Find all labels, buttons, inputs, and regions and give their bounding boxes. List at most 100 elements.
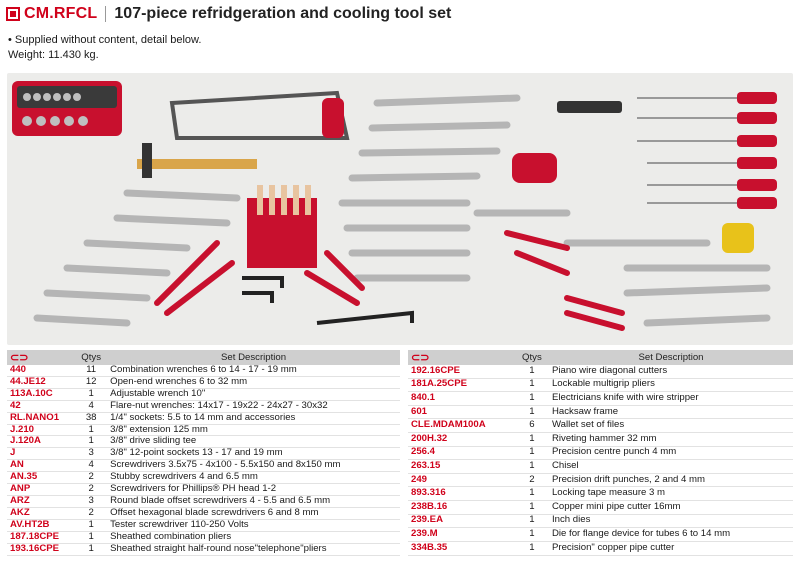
set-description: • Supplied without content, detail below… (8, 33, 201, 63)
item-reference: 239.EA (408, 514, 515, 529)
item-description: Screwdrivers for Phillips® PH head 1-2 (107, 483, 400, 496)
item-quantity: 1 (514, 459, 549, 474)
page-header: CM.RFCL 107-piece refridgeration and coo… (6, 4, 451, 24)
item-description: Stubby screwdrivers 4 and 6.5 mm (107, 471, 400, 485)
item-description: Riveting hammer 32 mm (548, 432, 793, 447)
item-quantity: 4 (75, 400, 108, 413)
reference-column-header: ⊂⊃ (7, 350, 76, 365)
item-description: Precision centre punch 4 mm (548, 446, 793, 461)
item-quantity: 1 (514, 446, 549, 461)
item-description: Locking tape measure 3 m (548, 486, 793, 502)
item-description: Adjustable wrench 10" (107, 388, 400, 401)
item-quantity: 6 (514, 418, 549, 433)
item-description: Round blade offset screwdrivers 4 - 5.5 … (107, 495, 400, 508)
item-description: Tester screwdriver 110-250 Volts (107, 519, 400, 532)
reference-column-header: ⊂⊃ (408, 350, 515, 365)
item-quantity: 38 (75, 412, 108, 425)
item-description: Copper mini pipe cutter 16mm (548, 500, 793, 515)
item-reference: 192.16CPE (408, 365, 515, 379)
item-reference: 601 (408, 405, 515, 420)
item-description: 3/8" drive sliding tee (107, 436, 400, 449)
item-quantity: 1 (514, 432, 549, 447)
item-reference: AN (7, 459, 76, 473)
item-description: 1/4" sockets: 5.5 to 14 mm and accessori… (107, 412, 400, 425)
item-quantity: 1 (514, 486, 549, 502)
item-quantity: 3 (75, 447, 108, 461)
table-header-row: ⊂⊃ Qtys Set Description (7, 350, 400, 365)
item-quantity: 1 (514, 378, 549, 393)
supply-note: • Supplied without content, detail below… (8, 34, 202, 46)
item-reference: 44.JE12 (7, 376, 76, 389)
item-quantity: 2 (514, 473, 549, 488)
item-description: Precision" copper pipe cutter (548, 541, 793, 556)
brand-square-icon (6, 7, 20, 21)
pipe-cutter-icon (512, 153, 557, 183)
item-reference: 187.18CPE (7, 531, 76, 544)
item-reference: 181A.25CPE (408, 378, 515, 393)
tool-set-illustration (12, 81, 777, 331)
item-reference: CLE.MDAM100A (408, 418, 515, 433)
item-reference: 256.4 (408, 446, 515, 461)
description-column-header: Set Description (548, 350, 793, 365)
qty-column-header: Qtys (514, 350, 549, 365)
item-description: Offset hexagonal blade screwdrivers 6 an… (107, 507, 400, 520)
header-divider (105, 6, 107, 22)
item-quantity: 1 (514, 391, 549, 406)
item-reference: 42 (7, 400, 76, 413)
item-description: Screwdrivers 3.5x75 - 4x100 - 5.5x150 an… (107, 459, 400, 473)
wrench-icon: ⊂⊃ (411, 352, 430, 364)
item-quantity: 1 (75, 531, 108, 544)
item-reference: AV.HT2B (7, 519, 76, 532)
item-reference: 249 (408, 473, 515, 488)
item-reference: ANP (7, 483, 76, 496)
item-reference: J.120A (7, 436, 76, 449)
item-description: Sheathed combination pliers (107, 531, 400, 544)
item-quantity: 1 (75, 424, 108, 437)
item-description: Hacksaw frame (548, 405, 793, 420)
item-description: Chisel (548, 459, 793, 474)
item-reference: 263.15 (408, 459, 515, 474)
item-description: Wallet set of files (548, 418, 793, 433)
wrench-set-icon (33, 94, 771, 327)
hammer-icon (137, 159, 257, 169)
pliers-icon (154, 230, 625, 331)
item-reference: 334B.35 (408, 541, 515, 556)
item-reference: AN.35 (7, 471, 76, 485)
item-reference: 238B.16 (408, 500, 515, 515)
item-description: Flare-nut wrenches: 14x17 - 19x22 - 24x2… (107, 400, 400, 413)
flaring-tool-icon (557, 101, 622, 113)
item-quantity: 2 (75, 483, 108, 496)
item-description: Lockable multigrip pliers (548, 378, 793, 393)
item-quantity: 1 (75, 519, 108, 532)
description-column-header: Set Description (107, 350, 400, 365)
item-reference: 113A.10C (7, 388, 76, 401)
item-quantity: 2 (75, 507, 108, 520)
item-description: Open-end wrenches 6 to 32 mm (107, 376, 400, 389)
weight-note: Weight: 11.430 kg. (8, 49, 99, 61)
item-quantity: 1 (514, 541, 549, 556)
set-reference: CM.RFCL (24, 5, 98, 22)
item-description: Piano wire diagonal cutters (548, 365, 793, 379)
